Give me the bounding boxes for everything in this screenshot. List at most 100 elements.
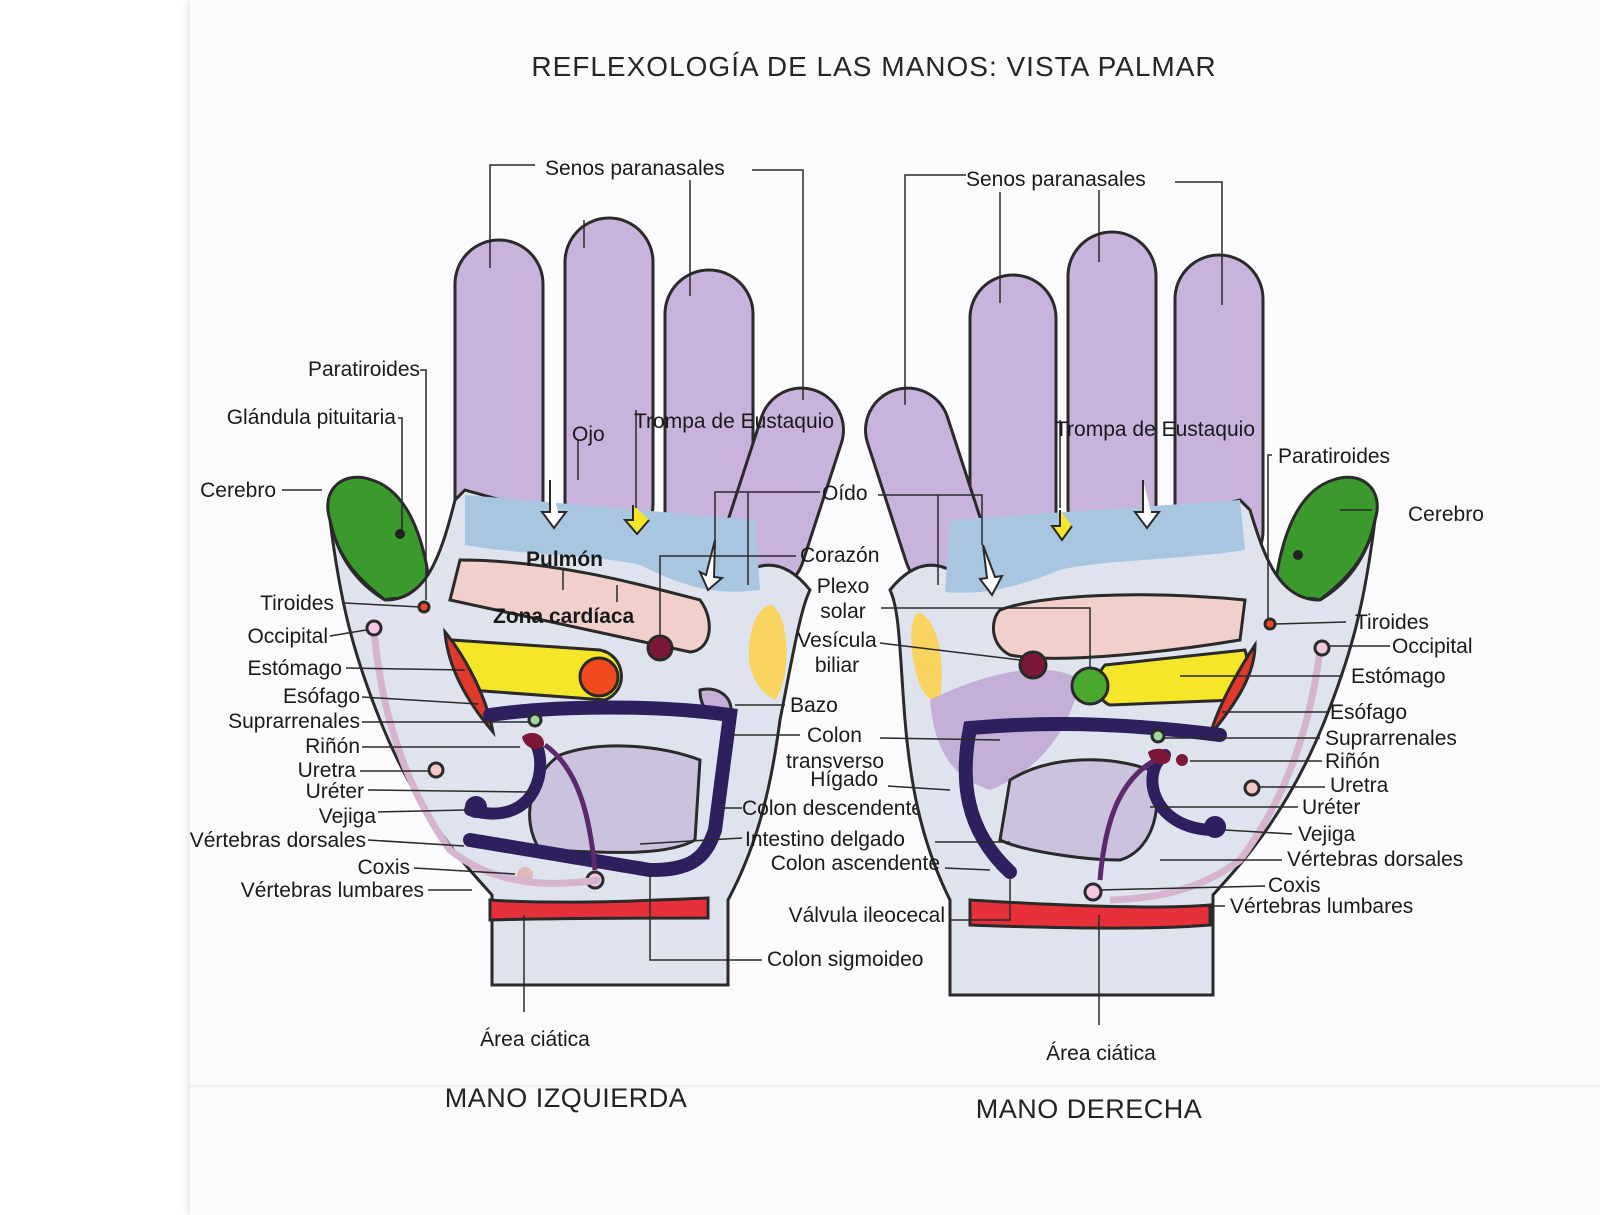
right-tiroides-line — [1274, 621, 1347, 625]
right-label-ureter: Uréter — [1302, 796, 1360, 819]
left-tiroides-line — [344, 602, 421, 608]
left-label-colon-sigmoideo: Colon sigmoideo — [767, 948, 923, 971]
right-coxis-line — [1099, 885, 1266, 891]
left-eustachian-arrow — [622, 505, 650, 536]
right-colon-line — [879, 737, 1001, 741]
right-label-coxis: Coxis — [1268, 874, 1321, 897]
right-label-plexo-1: Plexo — [817, 575, 870, 598]
right-label-vesicula-1: Vesícula — [797, 629, 877, 652]
right-label-paratiroides: Paratiroides — [1278, 445, 1390, 468]
left-occipital-dot — [365, 619, 383, 637]
right-label-estomago: Estómago — [1351, 665, 1446, 688]
right-label-vesicula-2: biliar — [815, 654, 859, 677]
right-coccyx-dot — [1083, 882, 1103, 902]
left-sciatic-band — [488, 896, 710, 922]
left-label-colon-descendente: Colon descendente — [742, 797, 923, 820]
left-label-estomago: Estómago — [247, 657, 342, 680]
right-label-uretra: Uretra — [1330, 774, 1389, 797]
left-label-rinon: Riñón — [305, 735, 360, 758]
right-lung-zone — [991, 593, 1247, 660]
left-dorsales-line — [367, 839, 465, 847]
right-hand-caption: MANO DERECHA — [976, 1094, 1203, 1124]
left-label-pituitaria: Glándula pituitaria — [227, 406, 397, 429]
right-leader-lines — [878, 174, 1390, 1025]
paper-fold — [190, 1085, 1600, 1089]
right-label-valvula: Válvula ileocecal — [789, 904, 945, 927]
left-urethra-dot — [427, 761, 445, 779]
right-eustachian-arrow — [1050, 510, 1073, 542]
left-eye-arrow — [540, 480, 568, 530]
left-corazon-line — [659, 555, 796, 636]
left-label-coxis: Coxis — [357, 856, 410, 879]
left-label-corazon: Corazón — [800, 544, 879, 567]
right-thyroid-dot — [1263, 617, 1277, 631]
left-label-zona-cardiaca: Zona cardíaca — [493, 605, 635, 628]
right-bladder — [1204, 816, 1226, 838]
right-colon — [958, 717, 1227, 879]
left-label-trompa: Trompa de Eustaquio — [634, 410, 834, 433]
left-label-oido: Oído — [822, 482, 868, 505]
left-heart-dot — [646, 634, 674, 662]
right-label-vejiga: Vejiga — [1298, 823, 1356, 846]
left-label-occipital: Occipital — [247, 625, 328, 648]
left-thyroid-dot — [417, 600, 431, 614]
right-label-occipital: Occipital — [1392, 635, 1473, 658]
left-label-paratiroides: Paratiroides — [308, 358, 420, 381]
left-label-ojo: Ojo — [572, 423, 605, 446]
left-estomago-line — [345, 667, 466, 671]
left-label-uretra: Uretra — [298, 759, 357, 782]
left-label-area-ciatica: Área ciática — [480, 1028, 590, 1051]
left-hand-caption: MANO IZQUIERDA — [445, 1083, 688, 1113]
right-eye-arrow — [1133, 480, 1161, 530]
left-colon — [463, 700, 738, 878]
left-label-tiroides: Tiroides — [260, 592, 334, 615]
left-leader-lines — [282, 164, 820, 1012]
left-intestino-line — [639, 837, 743, 845]
right-label-esofago: Esófago — [1330, 701, 1407, 724]
right-urethra-line — [1097, 757, 1157, 881]
left-eye-ear-band — [465, 495, 760, 592]
right-plexo-line — [881, 607, 1091, 668]
right-label-senos: Senos paranasales — [966, 168, 1146, 191]
right-spine-line — [1109, 649, 1324, 904]
left-ureter-line — [367, 789, 533, 793]
diagram-title: REFLEXOLOGÍA DE LAS MANOS: VISTA PALMAR — [531, 51, 1216, 82]
right-small-intestine — [998, 758, 1159, 862]
left-label-cerebro: Cerebro — [200, 479, 276, 502]
right-label-plexo-2: solar — [820, 600, 866, 623]
left-label-vertebras-lumbares: Vértebras lumbares — [241, 879, 424, 902]
left-small-intestine — [528, 744, 702, 854]
right-sciatic-band — [968, 898, 1212, 930]
right-label-area-ciatica: Área ciática — [1046, 1042, 1156, 1065]
left-sigmoideo-line — [649, 872, 762, 961]
left-vejiga-line — [377, 809, 467, 813]
right-label-trompa: Trompa de Eustaquio — [1055, 418, 1255, 441]
left-label-vertebras-dorsales: Vértebras dorsales — [190, 829, 366, 852]
left-urethra-line — [543, 742, 598, 871]
left-ring-finger — [563, 216, 655, 550]
left-label-esofago: Esófago — [283, 685, 360, 708]
left-senos-line-r — [752, 169, 804, 400]
right-label-cerebro: Cerebro — [1408, 503, 1484, 526]
left-esophagus-zone — [443, 627, 496, 738]
right-kidney — [1148, 748, 1171, 765]
right-label-rinon: Riñón — [1325, 750, 1380, 773]
right-label-vertebras-dorsales: Vértebras dorsales — [1287, 848, 1463, 871]
right-label-vertebras-lumbares: Vértebras lumbares — [1230, 895, 1413, 918]
left-coxis-line — [413, 867, 516, 875]
left-paratiroides-line — [420, 369, 427, 600]
right-label-tiroides: Tiroides — [1355, 611, 1429, 634]
left-occipital-line — [329, 629, 367, 637]
right-gallbladder-dot — [1018, 650, 1048, 680]
right-oido-line-1 — [878, 494, 983, 545]
left-senos-line-l — [489, 164, 535, 268]
left-spine-line — [370, 629, 601, 887]
left-bladder — [465, 796, 487, 818]
left-ear-arrow — [697, 539, 725, 592]
right-kidney-dot — [1176, 754, 1188, 766]
left-label-vejiga: Vejiga — [319, 805, 377, 828]
right-vejiga-line — [1224, 829, 1293, 835]
left-oido-line — [714, 491, 820, 540]
